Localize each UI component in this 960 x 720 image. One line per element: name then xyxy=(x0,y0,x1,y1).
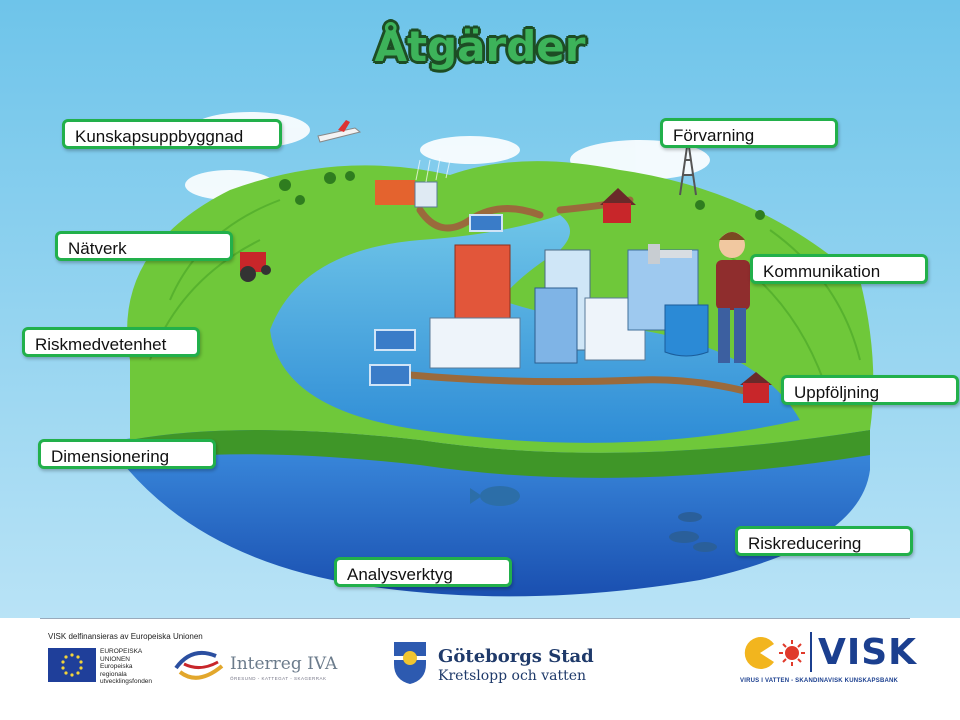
gothenburg-coat-of-arms-icon xyxy=(394,642,426,684)
visk-sub: VIRUS I VATTEN - SKANDINAVISK KUNSKAPSBA… xyxy=(740,678,899,684)
label-natverk: Nätverk xyxy=(55,231,233,261)
trees xyxy=(279,171,765,220)
stones xyxy=(669,512,717,552)
interreg-name: Interreg IVA xyxy=(230,654,338,674)
gothenburg-dept: Kretslopp och vatten xyxy=(438,668,587,684)
visk-logo-icon xyxy=(744,637,805,669)
interreg-logo-icon xyxy=(174,651,224,680)
interreg-sub: ÖRESUND - KATTEGAT - SKAGERRAK xyxy=(230,676,327,681)
label-forvarning: Förvarning xyxy=(660,118,838,148)
treatment-basins xyxy=(369,214,503,386)
label-uppfoljning: Uppföljning xyxy=(781,375,959,405)
label-analysverktyg: Analysverktyg xyxy=(334,557,512,587)
island-illustration xyxy=(0,0,960,620)
label-kunskapsuppbyggnad: Kunskapsuppbyggnad xyxy=(62,119,282,149)
funding-note: VISK delfinansieras av Europeiska Unione… xyxy=(48,632,203,641)
eu-text: EUROPEISKA UNIONEN Europeiska regionala … xyxy=(100,648,153,685)
fish xyxy=(470,486,520,506)
water-tank xyxy=(664,304,709,357)
label-riskreducering: Riskreducering xyxy=(735,526,913,556)
slide-title: Åtgärder xyxy=(374,22,586,71)
label-dimensionering: Dimensionering xyxy=(38,439,216,469)
footer: VISK delfinansieras av Europeiska Unione… xyxy=(0,618,960,720)
eu-flag-icon xyxy=(48,648,96,682)
label-kommunikation: Kommunikation xyxy=(750,254,928,284)
water-tap xyxy=(648,244,692,264)
visk-name: VISK xyxy=(818,632,918,673)
tractor xyxy=(240,252,271,282)
label-riskmedvetenhet: Riskmedvetenhet xyxy=(22,327,200,357)
airplane xyxy=(317,120,362,143)
gothenburg-name: Göteborgs Stad xyxy=(438,646,594,667)
person-drinking xyxy=(716,232,750,363)
